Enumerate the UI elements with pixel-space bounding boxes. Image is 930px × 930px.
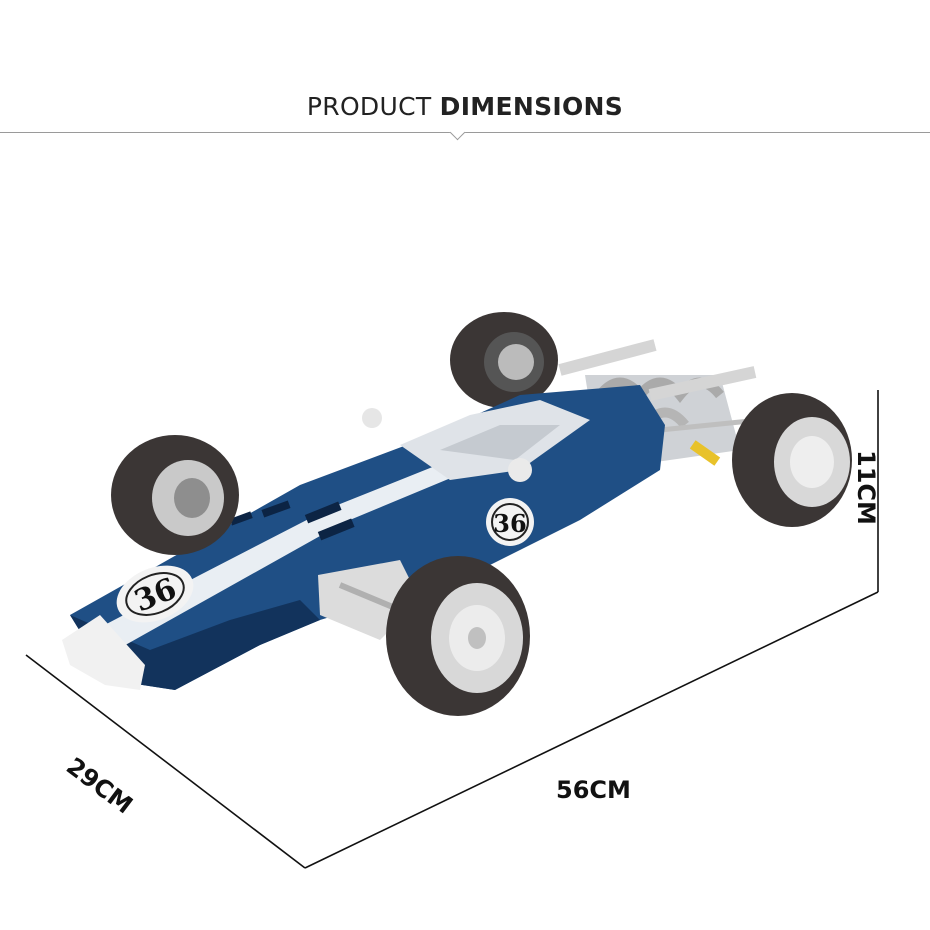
section-header: PRODUCT DIMENSIONS bbox=[0, 88, 930, 144]
dimension-lines bbox=[25, 390, 879, 869]
dimension-height-label: 11CM bbox=[852, 450, 880, 525]
header-title-bold: DIMENSIONS bbox=[439, 92, 624, 121]
wheel-front-right bbox=[386, 556, 530, 716]
number-roundel-front: 36 bbox=[116, 565, 194, 623]
race-car-image: 36 36 bbox=[62, 312, 852, 716]
race-number-side: 36 bbox=[493, 509, 526, 538]
header-title-light: PRODUCT bbox=[306, 92, 432, 121]
number-roundel-side: 36 bbox=[486, 498, 534, 546]
car-body bbox=[62, 385, 665, 690]
length-line bbox=[304, 591, 879, 869]
wheel-rear-right bbox=[732, 393, 852, 527]
width-line bbox=[25, 654, 306, 869]
header-title: PRODUCT DIMENSIONS bbox=[0, 92, 930, 121]
wheel-rear-left bbox=[450, 312, 558, 408]
dimension-length-label: 56CM bbox=[556, 776, 631, 804]
wheel-front-left bbox=[111, 435, 239, 555]
